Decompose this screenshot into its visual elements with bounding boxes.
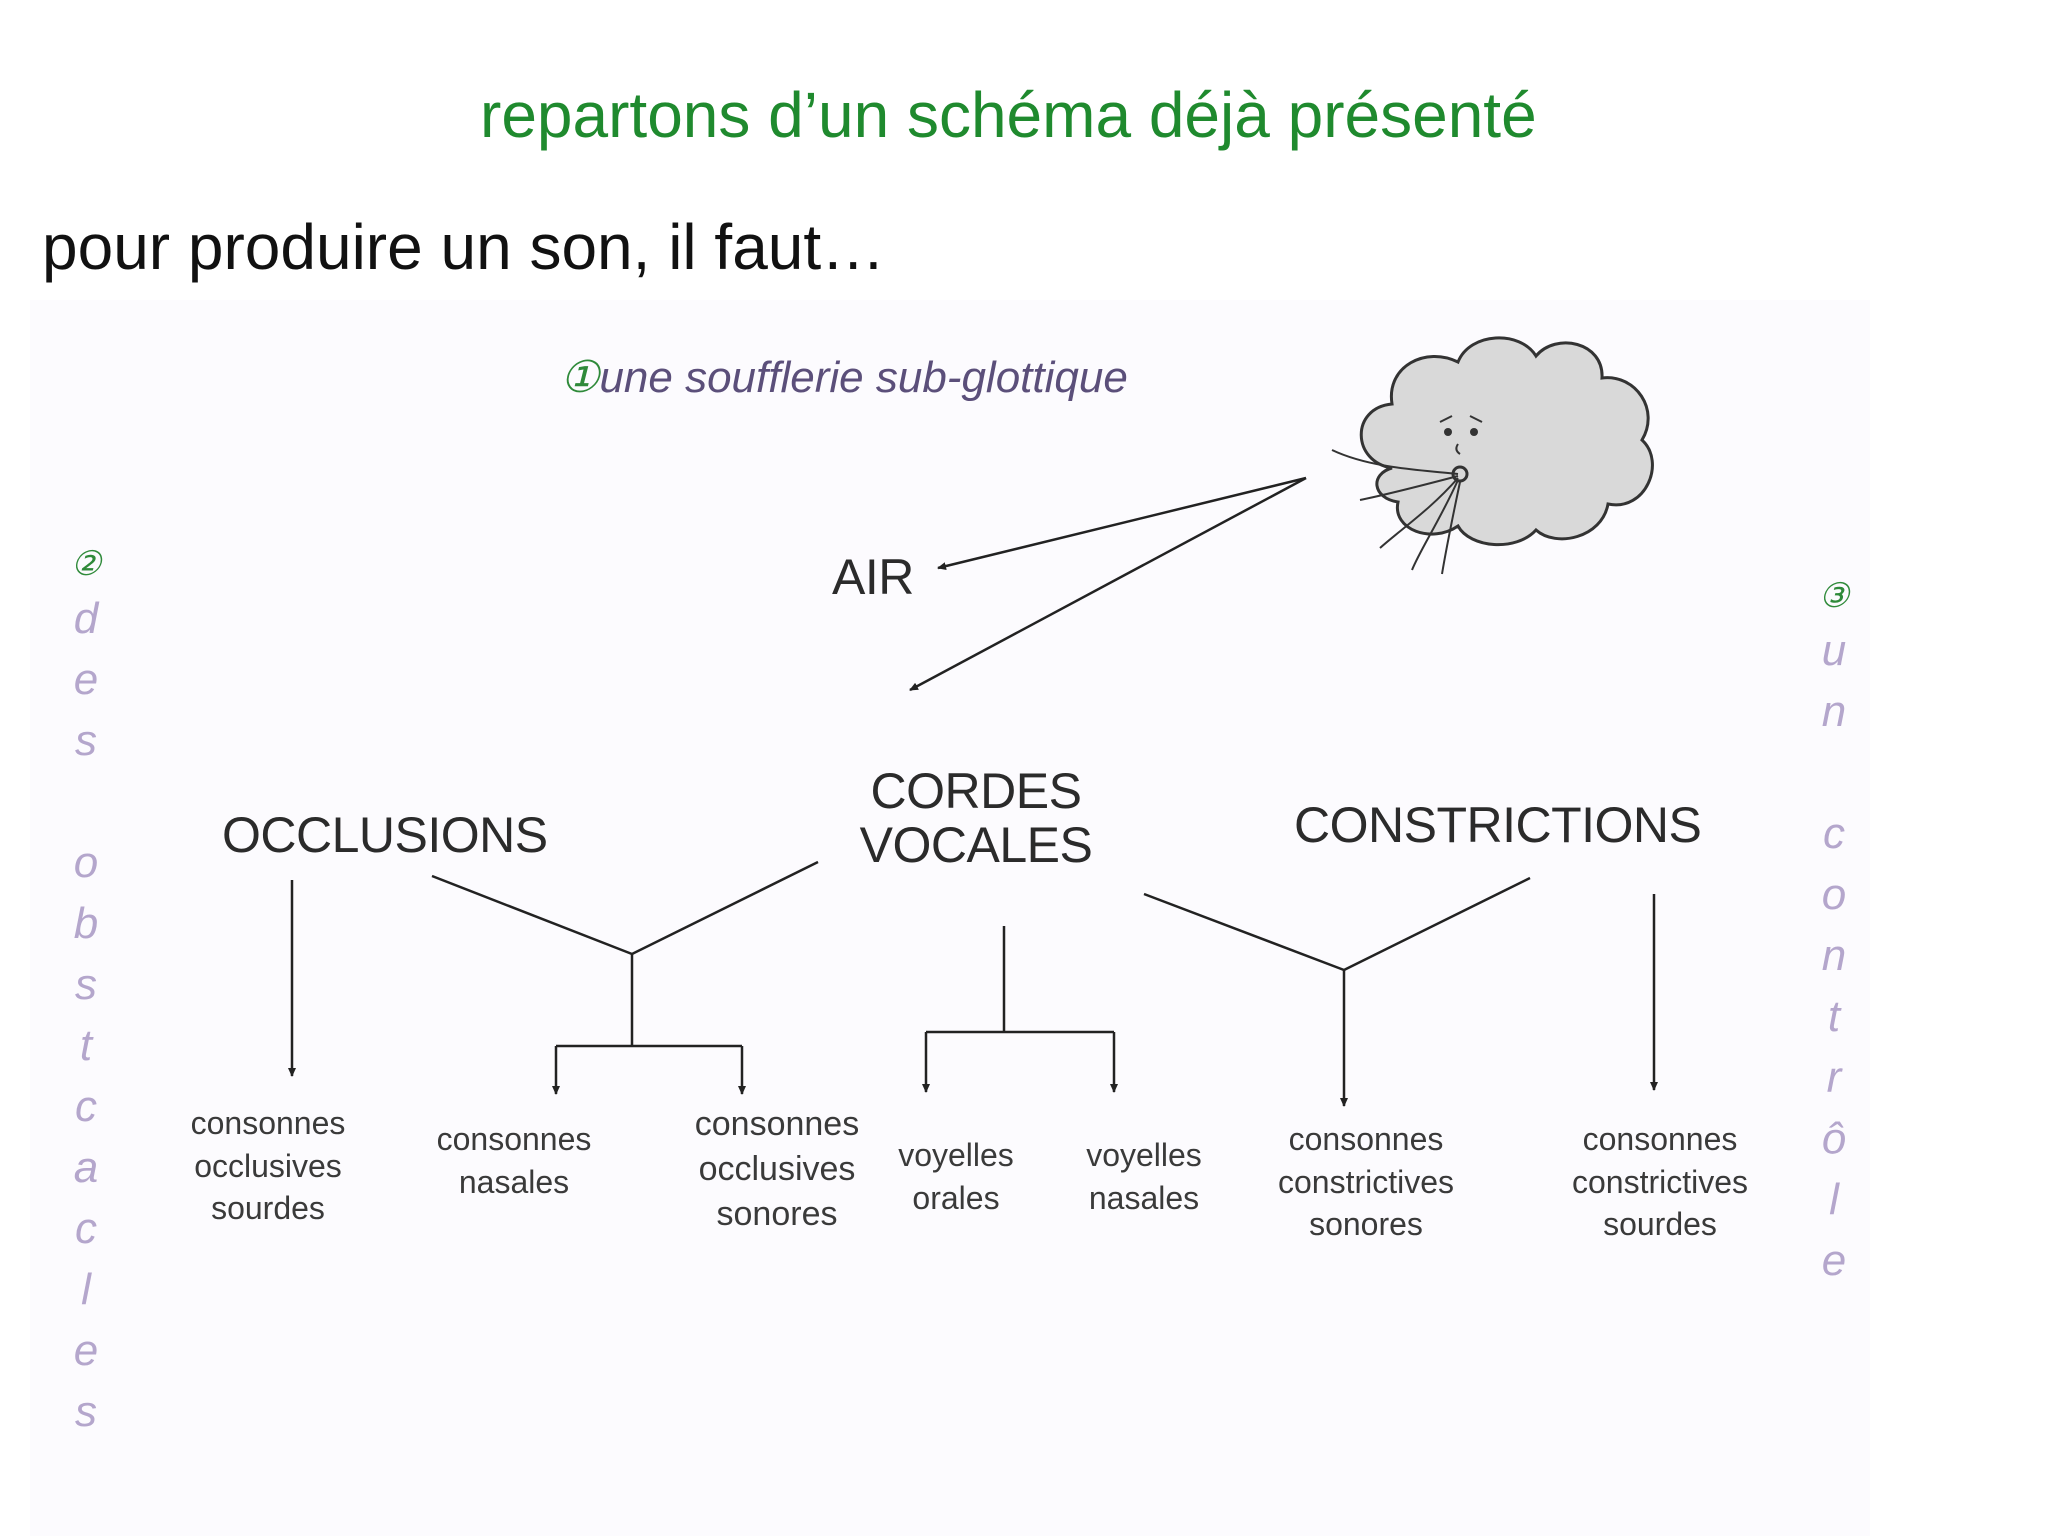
leaf-occlusives-sonores: consonnes occlusives sonores [672, 1102, 882, 1238]
leaf-line: orales [912, 1179, 1000, 1216]
leaf-line: occlusives [194, 1147, 342, 1184]
leaf-line: nasales [1088, 1179, 1200, 1216]
arrow-to-air [937, 476, 1307, 570]
controle-letter: u [1821, 626, 1847, 675]
obstacles-letter: b [73, 899, 99, 948]
constrictions-label: CONSTRICTIONS [1294, 797, 1702, 853]
obstacles-letter: o [73, 838, 99, 887]
obstacles-letter [80, 771, 92, 832]
leaf-occlusives-sourdes: consonnes occlusives sourdes [168, 1102, 368, 1230]
leaf-voyelles-orales: voyelles orales [878, 1134, 1034, 1219]
controle-letter: t [1827, 992, 1841, 1041]
obstacles-letter: s [75, 716, 97, 765]
leaf-line: constrictives [1277, 1163, 1455, 1200]
obstacles-letter: s [75, 1387, 97, 1436]
leaf-line: sourdes [1603, 1206, 1717, 1243]
arrow-to-cordes [909, 476, 1307, 692]
obstacles-letter: l [81, 1265, 91, 1314]
leaf-line: consonnes [694, 1105, 860, 1143]
occlusions-label: OCCLUSIONS [222, 807, 548, 863]
slide-subtitle: pour produire un son, il faut… [42, 211, 886, 283]
obstacles-letter: s [75, 960, 97, 1009]
leaf-line: consonnes [436, 1121, 592, 1157]
obstacles-letter: a [73, 1143, 99, 1192]
leaf-line: sourdes [211, 1190, 325, 1227]
leaf-line: constrictives [1571, 1163, 1749, 1200]
controle-letter: n [1821, 931, 1847, 980]
leaf-line: nasales [458, 1163, 570, 1200]
controle-letter [1828, 742, 1840, 803]
obstacles-letter: e [73, 655, 99, 704]
controle-letter: c [1823, 809, 1845, 858]
obstacles-letter: c [75, 1204, 97, 1253]
step1-number: ① [560, 353, 600, 402]
cordes-vocales-label: CORDES VOCALES [858, 764, 1094, 872]
controle-letter: ô [1821, 1114, 1847, 1163]
obstacles-number: ② [70, 545, 102, 583]
leaf-line: voyelles [1086, 1137, 1202, 1173]
slide-title: repartons d’un schéma déjà présenté [480, 79, 1537, 151]
step1-text: une soufflerie sub-glottique [599, 353, 1128, 402]
leaf-voyelles-nasales: voyelles nasales [1066, 1134, 1222, 1219]
obstacles-letter: t [79, 1021, 93, 1070]
leaf-line: occlusives [698, 1150, 856, 1189]
leaf-constrictives-sourdes: consonnes constrictives sourdes [1548, 1118, 1772, 1246]
cloud-blower-icon [1331, 336, 1654, 575]
leaf-constrictives-sonores: consonnes constrictives sonores [1254, 1118, 1478, 1246]
controle-letter: n [1821, 687, 1847, 736]
step1-label: ①une soufflerie sub-glottique [560, 352, 1128, 403]
leaf-line: consonnes [190, 1105, 346, 1141]
leaf-line: sonores [716, 1195, 838, 1234]
controle-letter: l [1829, 1175, 1839, 1224]
air-label: AIR [832, 549, 914, 605]
obstacles-letter: e [73, 1326, 99, 1375]
controle-letter: r [1826, 1053, 1842, 1102]
controle-letter: o [1821, 870, 1847, 919]
leaf-line: consonnes [1288, 1121, 1444, 1157]
controle-number: ③ [1818, 577, 1850, 615]
leaf-line: consonnes [1582, 1121, 1738, 1157]
obstacles-letter: d [73, 594, 99, 643]
leaf-line: sonores [1309, 1206, 1423, 1243]
cordes-line-2: VOCALES [859, 817, 1093, 873]
leaf-consonnes-nasales: consonnes nasales [414, 1118, 614, 1203]
controle-letter: e [1821, 1236, 1847, 1285]
obstacles-letter: c [75, 1082, 97, 1131]
leaf-line: voyelles [898, 1137, 1014, 1173]
cordes-line-1: CORDES [870, 763, 1082, 819]
